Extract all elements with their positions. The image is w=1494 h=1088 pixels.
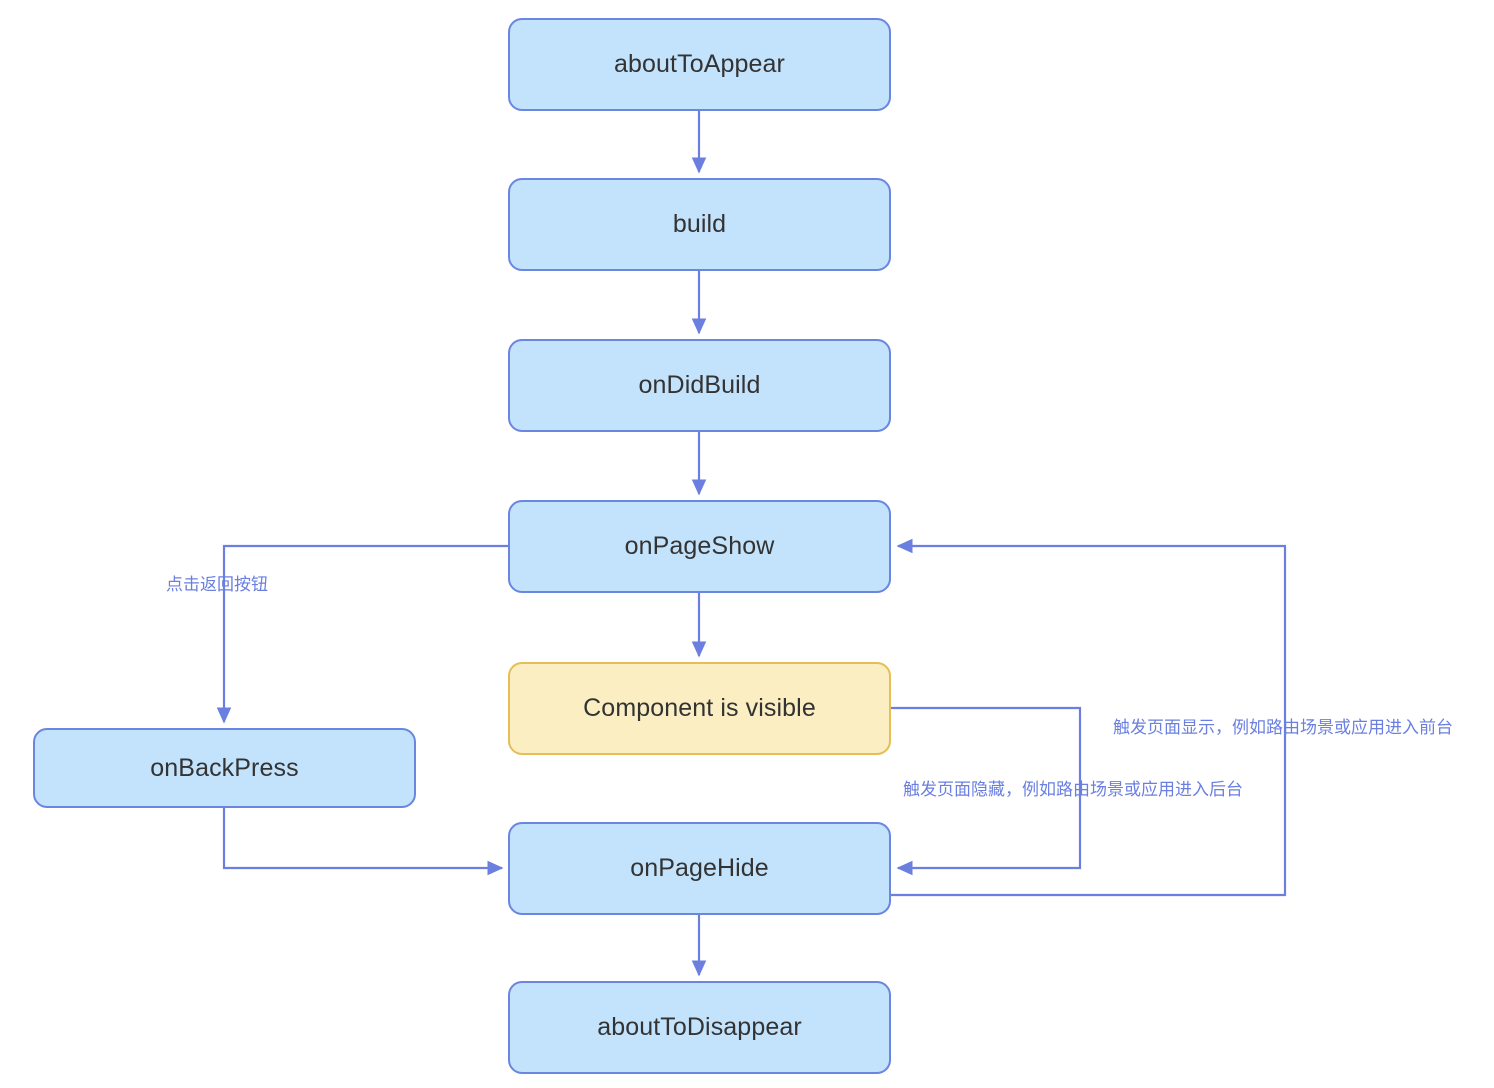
node-component-is-visible[interactable]: Component is visible [508,662,891,755]
node-label: aboutToAppear [614,50,785,78]
node-label: onPageShow [624,532,775,560]
node-on-page-show[interactable]: onPageShow [508,500,891,593]
edge-label-trigger-page-hide: 触发页面隐藏，例如路由场景或应用进入后台 [903,780,1243,800]
node-label: onDidBuild [638,371,761,399]
node-on-back-press[interactable]: onBackPress [33,728,416,808]
node-label: aboutToDisappear [597,1013,802,1041]
edge-label-trigger-page-show: 触发页面显示，例如路由场景或应用进入前台 [1113,718,1453,738]
node-label: build [672,210,727,238]
node-label: Component is visible [583,694,816,722]
node-label: onBackPress [150,753,299,782]
node-on-did-build[interactable]: onDidBuild [508,339,891,432]
node-build[interactable]: build [508,178,891,271]
edge-onBackPress-onPageHide [222,808,504,876]
node-on-page-hide[interactable]: onPageHide [508,822,891,915]
edge-onPageShow-onBackPress [216,544,508,724]
node-about-to-appear[interactable]: aboutToAppear [508,18,891,111]
node-label: onPageHide [630,854,769,882]
edge-label-click-back-button: 点击返回按钮 [166,575,268,595]
node-about-to-disappear[interactable]: aboutToDisappear [508,981,891,1074]
